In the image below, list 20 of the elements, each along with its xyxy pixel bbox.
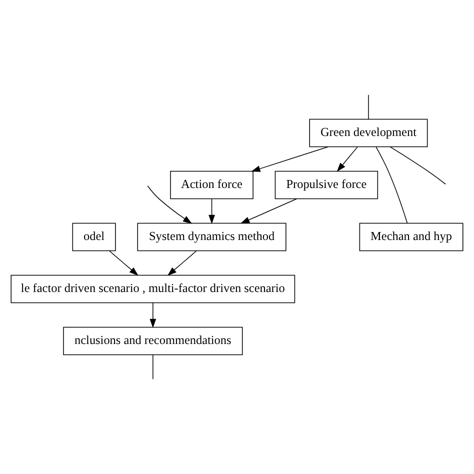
arrow bbox=[251, 146, 328, 172]
node-box: le factor driven scenario , multi-factor driven scenario bbox=[10, 274, 296, 304]
node-box: odel bbox=[72, 222, 116, 252]
node-box: nclusions and recommendations bbox=[63, 326, 243, 356]
node-box: Propulsive force bbox=[274, 170, 378, 200]
connector bbox=[376, 146, 408, 224]
node-box: Mechan and hyp bbox=[359, 222, 464, 252]
node-box: Green development bbox=[309, 118, 428, 148]
arrow bbox=[109, 250, 138, 276]
node-box: Action force bbox=[170, 170, 254, 200]
arrow bbox=[208, 198, 215, 224]
arrow bbox=[150, 302, 156, 328]
arrow bbox=[336, 146, 358, 172]
arrow bbox=[167, 250, 197, 276]
connector bbox=[368, 94, 369, 120]
arrow bbox=[147, 186, 192, 224]
connector bbox=[390, 146, 446, 185]
connector bbox=[152, 354, 154, 380]
arrow bbox=[240, 198, 297, 224]
node-box: System dynamics method bbox=[137, 222, 286, 252]
